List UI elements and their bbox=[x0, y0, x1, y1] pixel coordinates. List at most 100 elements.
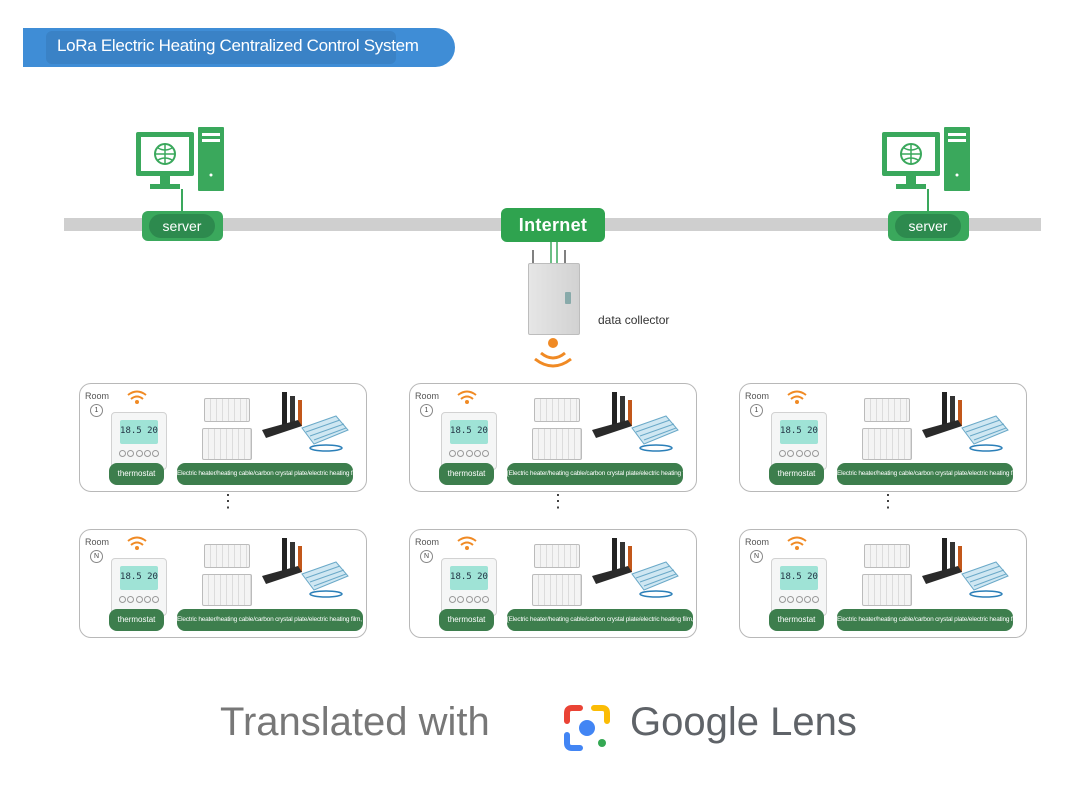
thermostat-button bbox=[465, 596, 473, 603]
wifi-signal-icon bbox=[457, 536, 477, 550]
thermostat-display: 18.5 20 bbox=[780, 420, 818, 444]
thermostat-button bbox=[143, 450, 151, 457]
data-collector-box bbox=[528, 263, 580, 335]
thermostat-tag: thermostat bbox=[769, 463, 824, 485]
computer-icon-left bbox=[136, 127, 224, 214]
heating-device-tag: Electric heater/heating cable/carbon cry… bbox=[837, 609, 1013, 631]
radiator-icon bbox=[202, 574, 252, 606]
radiator-icon bbox=[864, 398, 910, 422]
thermostat-buttons bbox=[449, 596, 489, 603]
radiator-icon bbox=[204, 398, 250, 422]
wifi-signal-icon bbox=[127, 390, 147, 404]
ellipsis-col-3: ⋮ bbox=[879, 491, 897, 511]
thermostat-button bbox=[803, 596, 811, 603]
data-collector-label: data collector bbox=[598, 313, 670, 327]
room-number: N bbox=[750, 550, 763, 563]
radiator-icon bbox=[532, 574, 582, 606]
thermostat-button bbox=[135, 596, 143, 603]
radiator-icon bbox=[862, 428, 912, 460]
thermostat-button bbox=[812, 596, 819, 603]
thermostat-buttons bbox=[779, 596, 819, 603]
heating-film-icon bbox=[922, 538, 1009, 598]
thermostat-button bbox=[119, 596, 126, 603]
thermostat-button bbox=[127, 450, 135, 457]
room-number: N bbox=[90, 550, 103, 563]
room-label: Room bbox=[745, 537, 770, 547]
radiator-icon bbox=[864, 544, 910, 568]
ellipsis-col-1: ⋮ bbox=[219, 491, 237, 511]
thermostat-display: 18.5 20 bbox=[120, 420, 158, 444]
thermostat-tag: thermostat bbox=[109, 463, 164, 485]
thermostat-button bbox=[457, 596, 465, 603]
thermostat-tag: thermostat bbox=[769, 609, 824, 631]
room-number: 1 bbox=[90, 404, 103, 417]
thermostat-tag: thermostat bbox=[109, 609, 164, 631]
google-lens-brand: Google Lens bbox=[630, 700, 857, 744]
thermostat-display: 18.5 20 bbox=[450, 420, 488, 444]
internet-node: Internet bbox=[501, 208, 605, 242]
thermostat-tag: thermostat bbox=[439, 609, 494, 631]
heating-device-tag: Electric heater/heating cable/carbon cry… bbox=[837, 463, 1013, 485]
thermostat-display: 18.5 20 bbox=[780, 566, 818, 590]
thermostat-button bbox=[473, 596, 481, 603]
radiator-icon bbox=[534, 544, 580, 568]
thermostat-icon: 18.5 20 bbox=[441, 412, 497, 470]
server-label-left: server bbox=[149, 214, 215, 238]
room-label: Room bbox=[415, 391, 440, 401]
thermostat-buttons bbox=[119, 450, 159, 457]
thermostat-button bbox=[803, 450, 811, 457]
translated-with-text: Translated with bbox=[220, 700, 490, 744]
thermostat-button bbox=[482, 450, 489, 457]
thermostat-icon: 18.5 20 bbox=[111, 558, 167, 616]
thermostat-button bbox=[127, 596, 135, 603]
computer-icon-right bbox=[882, 127, 970, 214]
thermostat-button bbox=[779, 596, 786, 603]
thermostat-display: 18.5 20 bbox=[120, 566, 158, 590]
thermostat-button bbox=[457, 450, 465, 457]
room-label: Room bbox=[85, 391, 110, 401]
radiator-icon bbox=[534, 398, 580, 422]
collector-indicator bbox=[565, 292, 571, 304]
server-label-right: server bbox=[895, 214, 961, 238]
thermostat-button bbox=[473, 450, 481, 457]
thermostat-button bbox=[135, 450, 143, 457]
radiator-icon bbox=[862, 574, 912, 606]
room-number: 1 bbox=[750, 404, 763, 417]
thermostat-button bbox=[152, 450, 159, 457]
radiator-icon bbox=[204, 544, 250, 568]
thermostat-icon: 18.5 20 bbox=[771, 412, 827, 470]
heating-film-icon bbox=[262, 538, 349, 598]
thermostat-buttons bbox=[779, 450, 819, 457]
heating-film-icon bbox=[592, 392, 679, 452]
heating-device-tag: Electric heater/heating cable/carbon cry… bbox=[177, 609, 363, 631]
room-card: Room 1 18.5 20 thermostat Electric heater/he… bbox=[79, 383, 367, 492]
thermostat-button bbox=[482, 596, 489, 603]
heating-device-tag: Electric heater/heating cable/carbon cry… bbox=[177, 463, 353, 485]
thermostat-button bbox=[143, 596, 151, 603]
wifi-signal-icon-collector bbox=[534, 338, 572, 368]
thermostat-button bbox=[465, 450, 473, 457]
heating-film-icon bbox=[262, 392, 349, 452]
radiator-icon bbox=[202, 428, 252, 460]
thermostat-button bbox=[152, 596, 159, 603]
heating-film-icon bbox=[592, 538, 679, 598]
room-label: Room bbox=[745, 391, 770, 401]
thermostat-tag: thermostat bbox=[439, 463, 494, 485]
thermostat-button bbox=[779, 450, 786, 457]
thermostat-button bbox=[449, 596, 456, 603]
radiator-icon bbox=[532, 428, 582, 460]
thermostat-button bbox=[119, 450, 126, 457]
wifi-signal-icon bbox=[457, 390, 477, 404]
thermostat-icon: 18.5 20 bbox=[771, 558, 827, 616]
google-lens-icon bbox=[564, 705, 610, 751]
room-label: Room bbox=[85, 537, 110, 547]
title-inner-box bbox=[46, 31, 396, 64]
wifi-signal-icon bbox=[787, 536, 807, 550]
thermostat-button bbox=[787, 596, 795, 603]
wifi-signal-icon bbox=[787, 390, 807, 404]
wifi-signal-icon bbox=[127, 536, 147, 550]
